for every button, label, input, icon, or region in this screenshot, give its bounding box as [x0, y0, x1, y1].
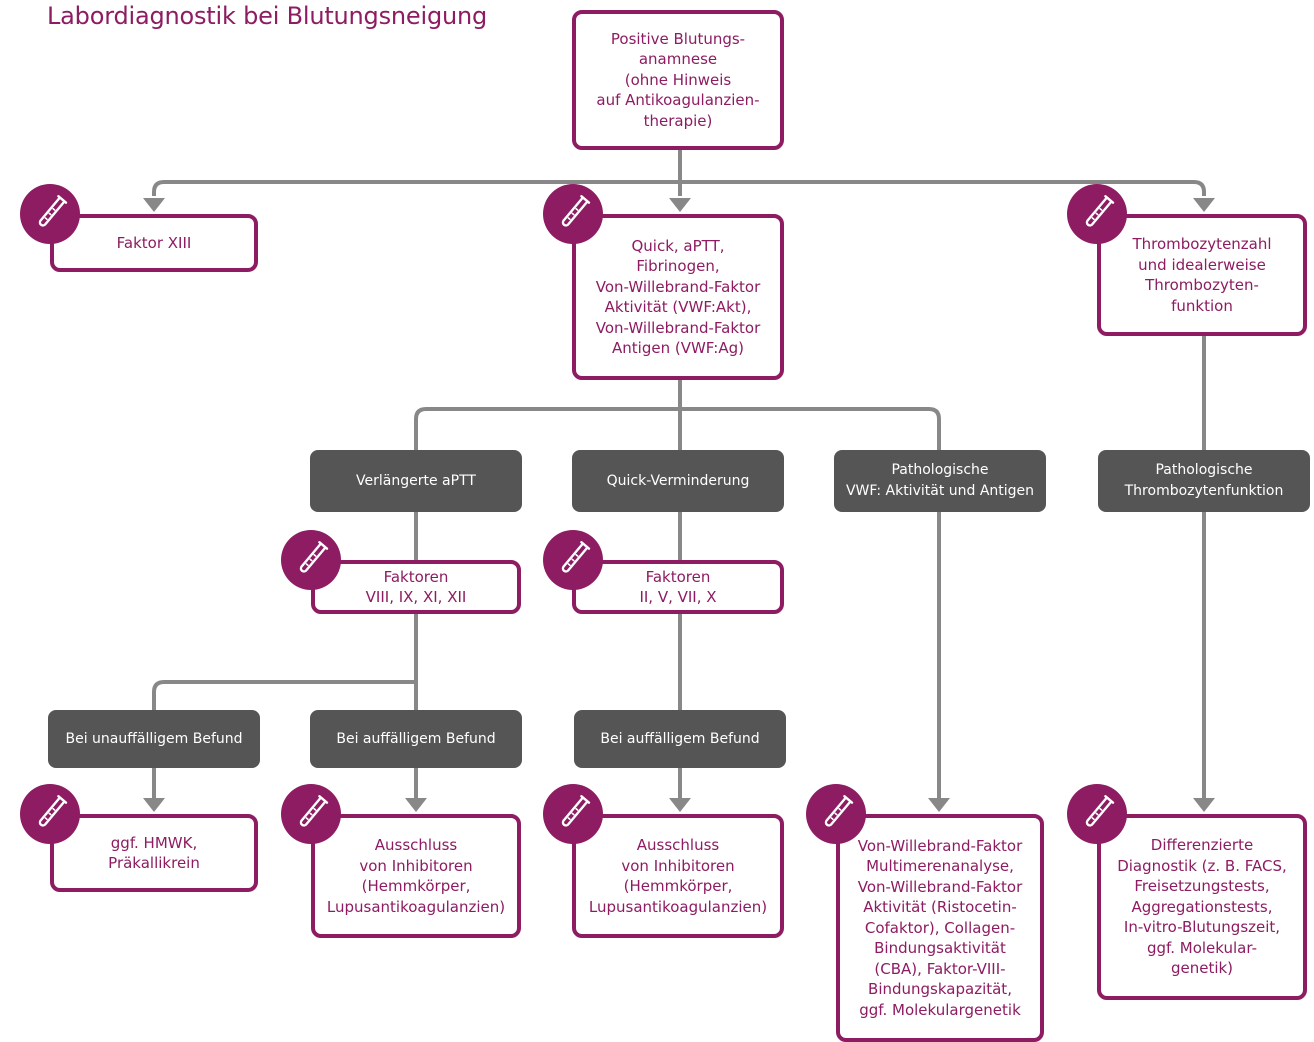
box-faktoren-ii-x: Faktoren II, V, VII, X	[572, 560, 784, 614]
box-inhibitoren-b-text: Ausschluss von Inhibitoren (Hemmkörper, …	[588, 836, 768, 916]
arrowhead-faktor13	[143, 198, 165, 212]
test-tube-icon	[543, 784, 603, 844]
condition-quick-verminderung: Quick-Verminderung	[572, 450, 784, 512]
box-faktoren-ii-x-text: Faktoren II, V, VII, X	[639, 567, 717, 607]
arrowhead-hmwk	[143, 798, 165, 812]
arrowhead-inhib-b	[669, 798, 691, 812]
box-faktor-xiii: Faktor XIII	[50, 214, 258, 272]
condition-pathologische-vwf: Pathologische VWF: Aktivität und Antigen	[834, 450, 1046, 512]
box-quick-aptt-text: Quick, aPTT, Fibrinogen, Von-Willebrand-…	[595, 236, 761, 358]
arrowhead-vwf	[928, 798, 950, 812]
box-vwf-multimeren-text: Von-Willebrand-Faktor Multimerenanalyse,…	[857, 836, 1023, 1019]
test-tube-icon	[281, 530, 341, 590]
box-hmwk: ggf. HMWK, Präkallikrein	[50, 814, 258, 892]
arrowhead-quick	[669, 198, 691, 212]
test-tube-icon	[20, 184, 80, 244]
test-tube-icon	[1067, 784, 1127, 844]
condition-auffaelliger-befund-b: Bei auffälligem Befund	[574, 710, 786, 768]
box-positive-anamnesis: Positive Blutungs- anamnese (ohne Hinwei…	[572, 10, 784, 150]
box-inhibitoren-a-text: Ausschluss von Inhibitoren (Hemmkörper, …	[326, 836, 506, 916]
box-quick-aptt: Quick, aPTT, Fibrinogen, Von-Willebrand-…	[572, 214, 784, 380]
box-thrombozytenzahl-text: Thrombozytenzahl und idealerweise Thromb…	[1132, 235, 1272, 315]
box-faktoren-viii-xii-text: Faktoren VIII, IX, XI, XII	[365, 567, 467, 607]
condition-unauffaelliger-befund: Bei unauffälligem Befund	[48, 710, 260, 768]
box-inhibitoren-b: Ausschluss von Inhibitoren (Hemmkörper, …	[572, 814, 784, 938]
test-tube-icon	[806, 784, 866, 844]
test-tube-icon	[1067, 184, 1127, 244]
arrowhead-thrombo	[1193, 198, 1215, 212]
box-inhibitoren-a: Ausschluss von Inhibitoren (Hemmkörper, …	[311, 814, 521, 938]
box-differenzierte-diagnostik: Differenzierte Diagnostik (z. B. FACS, F…	[1097, 814, 1307, 1000]
connector-mid-bus	[414, 407, 941, 450]
condition-verlaengerte-aptt: Verlängerte aPTT	[310, 450, 522, 512]
box-thrombozytenzahl: Thrombozytenzahl und idealerweise Thromb…	[1097, 214, 1307, 336]
box-faktor-xiii-text: Faktor XIII	[116, 233, 192, 252]
condition-pathologische-thrombozytenfunktion: Pathologische Thrombozytenfunktion	[1098, 450, 1310, 512]
box-vwf-multimeren: Von-Willebrand-Faktor Multimerenanalyse,…	[836, 814, 1044, 1042]
test-tube-icon	[543, 184, 603, 244]
condition-auffaelliger-befund-a: Bei auffälligem Befund	[310, 710, 522, 768]
arrowhead-inhib-a	[405, 798, 427, 812]
diagram-title: Labordiagnostik bei Blutungsneigung	[47, 2, 488, 30]
box-positive-anamnesis-text: Positive Blutungs- anamnese (ohne Hinwei…	[596, 29, 760, 130]
test-tube-icon	[20, 784, 80, 844]
arrowhead-diff	[1193, 798, 1215, 812]
box-faktoren-viii-xii: Faktoren VIII, IX, XI, XII	[311, 560, 521, 614]
box-differenzierte-diagnostik-text: Differenzierte Diagnostik (z. B. FACS, F…	[1117, 836, 1287, 978]
test-tube-icon	[281, 784, 341, 844]
box-hmwk-text: ggf. HMWK, Präkallikrein	[108, 833, 200, 873]
connector-split-bus	[152, 680, 416, 710]
test-tube-icon	[543, 530, 603, 590]
